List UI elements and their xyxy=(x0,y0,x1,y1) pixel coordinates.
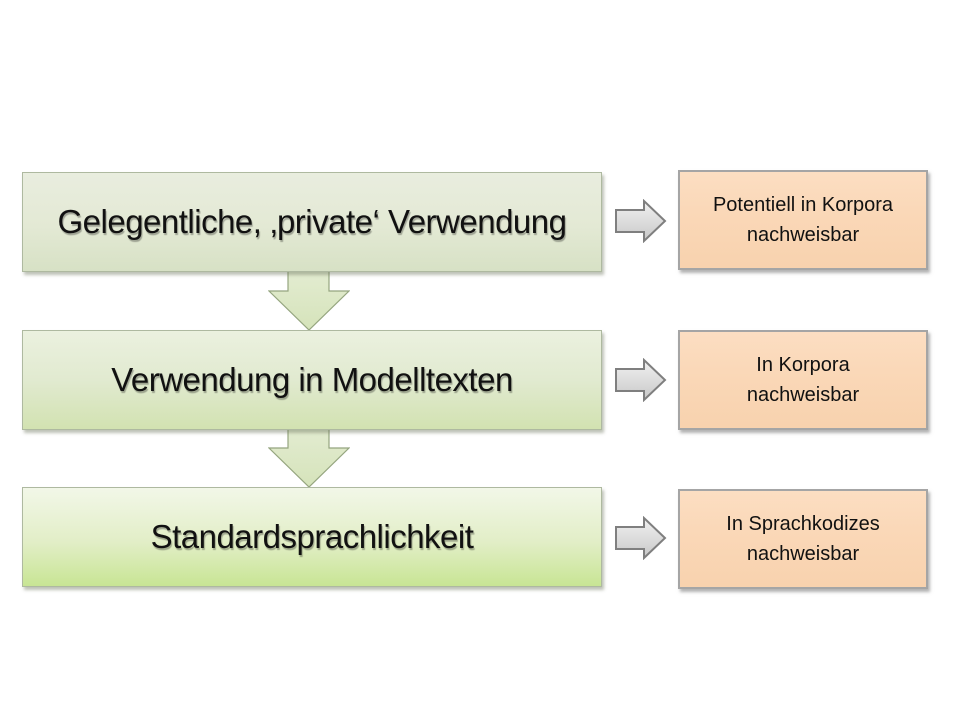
stage-label-1: Gelegentliche, ‚private‘ Verwendung xyxy=(57,203,567,240)
stage-box-model-texts-use: Verwendung in Modelltexten xyxy=(22,330,602,430)
stage-label-2: Verwendung in Modelltexten xyxy=(111,361,513,398)
result-line-2b: nachweisbar xyxy=(746,384,860,406)
result-line-1a: Potentiell in Korpora xyxy=(712,194,894,216)
result-line-3b: nachweisbar xyxy=(746,543,860,565)
right-arrow-icon-3 xyxy=(615,516,667,560)
right-arrow-icon-2 xyxy=(615,358,667,402)
stage-box-occasional-private-use: Gelegentliche, ‚private‘ Verwendung xyxy=(22,172,602,272)
down-arrow-icon-1 xyxy=(268,271,350,331)
result-box-in-corpora: In Korpora nachweisbar xyxy=(678,330,928,430)
down-arrow-icon-2 xyxy=(268,428,350,488)
result-box-in-language-codices: In Sprachkodizes nachweisbar xyxy=(678,489,928,589)
result-box-potentially-in-corpora: Potentiell in Korpora nachweisbar xyxy=(678,170,928,270)
result-line-3a: In Sprachkodizes xyxy=(726,513,880,535)
stage-box-standard-language: Standardsprachlichkeit xyxy=(22,487,602,587)
stage-label-3: Standardsprachlichkeit xyxy=(150,518,474,555)
result-line-2a: In Korpora xyxy=(756,354,850,376)
result-line-1b: nachweisbar xyxy=(746,224,860,246)
right-arrow-icon-1 xyxy=(615,199,667,243)
